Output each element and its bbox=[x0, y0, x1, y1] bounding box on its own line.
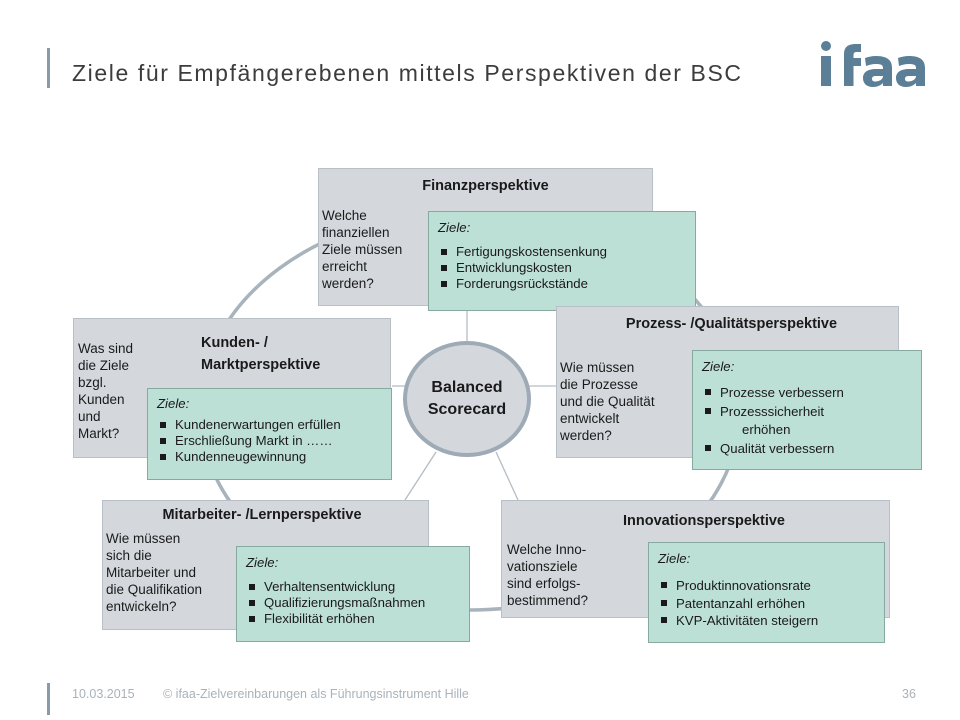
finanz-goals-box: Ziele: Fertigungskostensenkung Entwicklu… bbox=[428, 211, 696, 311]
goal-item-continued: erhöhen bbox=[742, 422, 791, 437]
goal-item: Verhaltensentwicklung bbox=[246, 579, 461, 595]
kunden-question: Was sind die Ziele bzgl. Kunden und Mark… bbox=[78, 341, 134, 441]
goals-label: Ziele: bbox=[658, 551, 691, 566]
goal-item: Prozesse verbessern bbox=[702, 384, 913, 403]
mitarbeiter-title: Mitarbeiter- /Lernperspektive bbox=[162, 507, 362, 523]
footer-accent-bar bbox=[47, 683, 50, 715]
goal-item: Patentanzahl erhöhen bbox=[658, 595, 876, 613]
goal-item: Produktinnovationsrate bbox=[658, 577, 876, 595]
goal-item: Erschließung Markt in …… bbox=[157, 433, 383, 449]
prozess-goals-box: Ziele: Prozesse verbessern Prozesssicher… bbox=[692, 350, 922, 470]
goal-item: Prozesssicherheit bbox=[702, 403, 913, 422]
goal-item: Entwicklungskosten bbox=[438, 260, 687, 276]
page-title: Ziele für Empfängerebenen mittels Perspe… bbox=[72, 60, 743, 86]
goals-label: Ziele: bbox=[246, 555, 279, 570]
mitarbeiter-goals-box: Ziele: Verhaltensentwicklung Qualifizier… bbox=[236, 546, 470, 642]
prozess-question: Wie müssen die Prozesse und die Qualität… bbox=[560, 360, 655, 443]
goal-item: Kundenneugewinnung bbox=[157, 449, 383, 465]
goal-item: Forderungsrückstände bbox=[438, 276, 687, 292]
footer-text: © ifaa-Zielvereinbarungen als Führungsin… bbox=[163, 687, 469, 701]
goal-item: Qualität verbessern bbox=[702, 440, 913, 459]
title-accent-bar bbox=[47, 48, 50, 88]
footer-date: 10.03.2015 bbox=[72, 687, 135, 701]
innovation-title: Innovationsperspektive bbox=[623, 513, 785, 529]
center-label-line: Scorecard bbox=[427, 401, 507, 418]
finanz-question: Welche finanziellen Ziele müssen erreich… bbox=[322, 208, 403, 291]
goal-item: KVP-Aktivitäten steigern bbox=[658, 612, 876, 630]
balanced-scorecard-circle: Balanced Scorecard bbox=[403, 341, 531, 457]
goals-label: Ziele: bbox=[702, 359, 735, 374]
center-label-line: Balanced bbox=[431, 379, 503, 396]
page-number: 36 bbox=[902, 687, 916, 701]
kunden-goals-box: Ziele: Kundenerwartungen erfüllen Erschl… bbox=[147, 388, 392, 480]
kunden-title: Kunden- / Marktperspektive bbox=[201, 335, 321, 373]
finanz-title: Finanzperspektive bbox=[422, 178, 549, 194]
goal-item: Qualifizierungsmaßnahmen bbox=[246, 595, 461, 611]
innovation-question: Welche Inno- vationsziele sind erfolgs- … bbox=[507, 542, 589, 608]
mitarbeiter-question: Wie müssen sich die Mitarbeiter und die … bbox=[106, 531, 203, 614]
goal-item: Flexibilität erhöhen bbox=[246, 611, 461, 627]
goal-item: Fertigungskostensenkung bbox=[438, 244, 687, 260]
prozess-title: Prozess- /Qualitätsperspektive bbox=[625, 316, 838, 332]
ifaa-logo bbox=[821, 41, 925, 87]
goals-label: Ziele: bbox=[157, 396, 190, 411]
goals-label: Ziele: bbox=[438, 220, 471, 235]
goal-item: Kundenerwartungen erfüllen bbox=[157, 417, 383, 433]
innovation-goals-box: Ziele: Produktinnovationsrate Patentanza… bbox=[648, 542, 885, 643]
